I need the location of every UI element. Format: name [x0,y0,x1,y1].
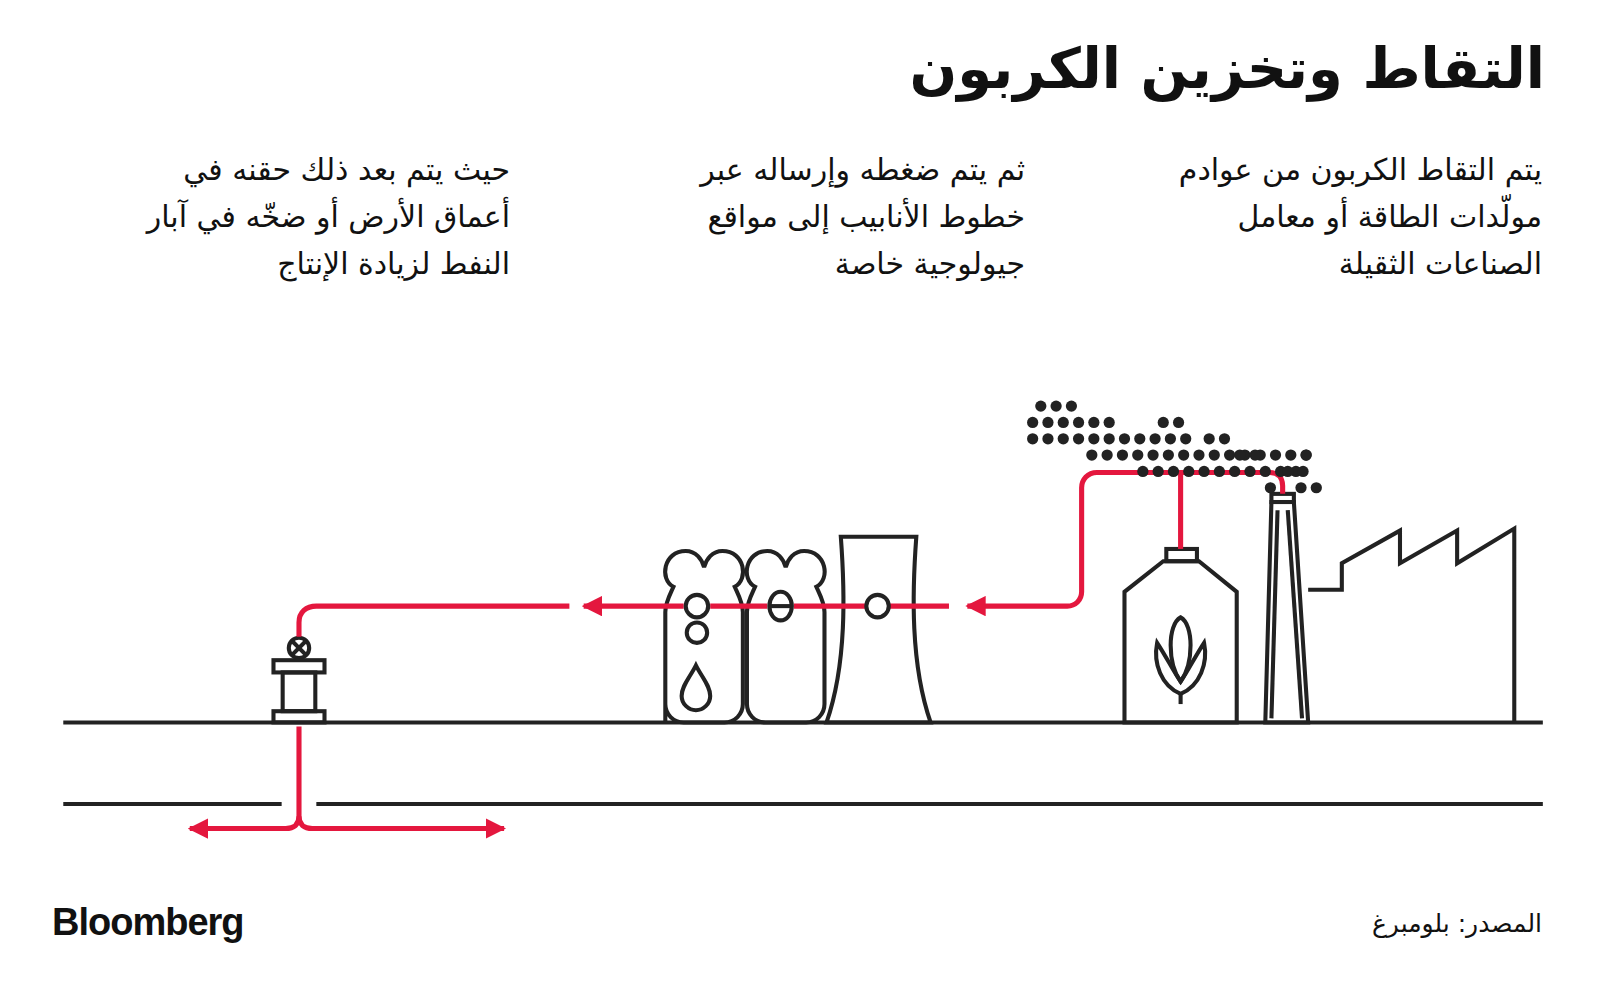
step-text: يتم التقاط الكربون من عوادم مولّدات الطا… [1162,146,1542,287]
diagram-title: التقاط وتخزين الكربون [645,34,1545,104]
step-text: ثم يتم ضغطه وإرساله عبر خطوط الأنابيب إل… [645,146,1025,287]
step-text: حيث يتم بعد ذلك حقنه في أعماق الأرض أو ض… [110,146,510,287]
source-caption: المصدر: بلومبرغ [1042,908,1542,940]
brand-logo: Bloomberg [52,900,452,944]
